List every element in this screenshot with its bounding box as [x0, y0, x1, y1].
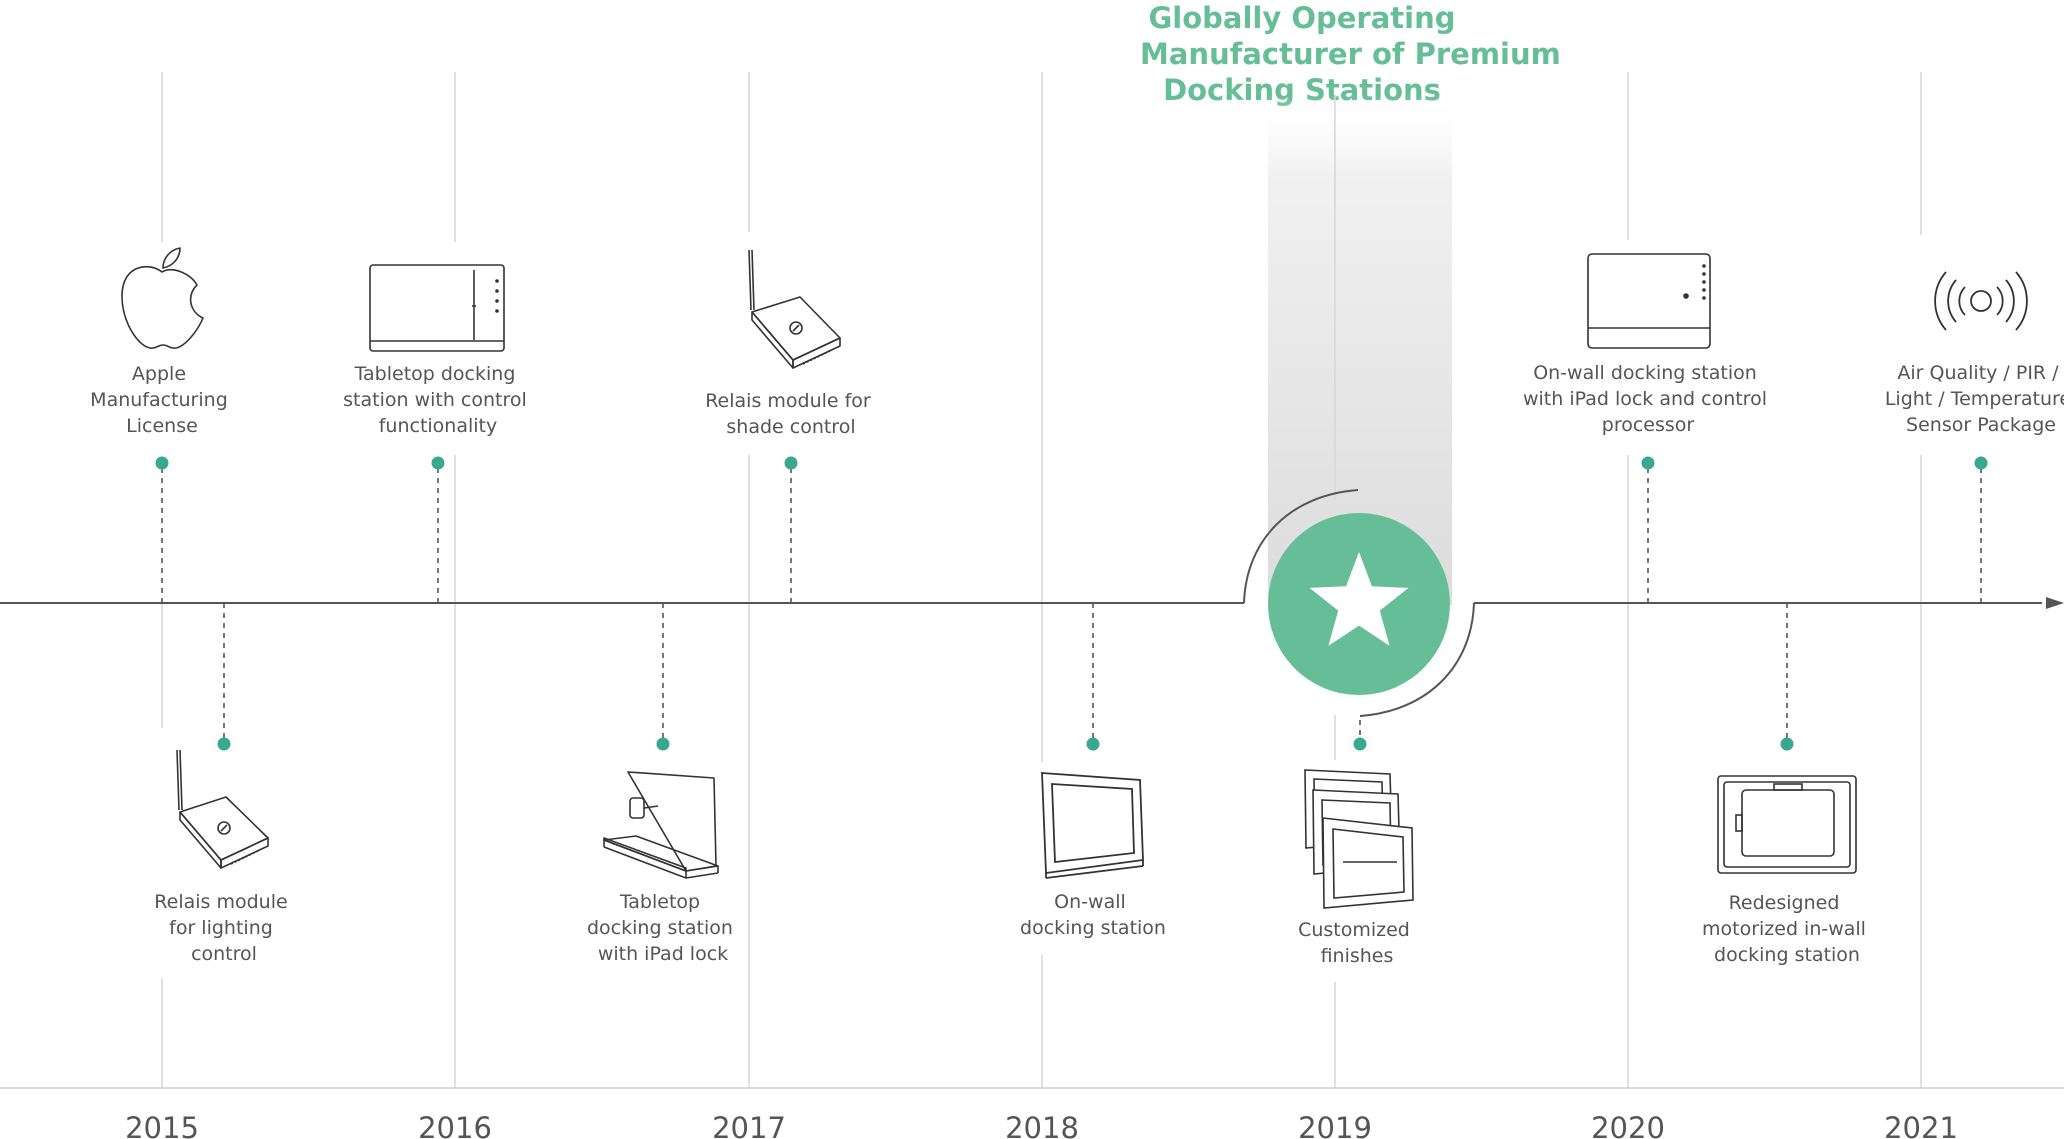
milestone-dots [155, 456, 1988, 751]
connectors [161, 468, 1982, 740]
tabletop-stand-icon [603, 771, 719, 879]
headline-line: Globally Operating [1148, 1, 1456, 35]
milestone-dot [1353, 737, 1367, 751]
highlight-arc [1243, 489, 1359, 604]
milestone-dot [155, 456, 169, 470]
milestone-dot [1974, 456, 1988, 470]
highlight-arc [1359, 602, 1475, 717]
milestone-dot [656, 737, 670, 751]
year-label: 2020 [1591, 1111, 1665, 1139]
year-label: 2021 [1884, 1111, 1958, 1139]
year-label: 2017 [712, 1111, 786, 1139]
stacked-frames-icon [1304, 769, 1414, 909]
milestone-label: Apple Manufacturing License [90, 363, 234, 437]
year-label: 2018 [1005, 1111, 1079, 1139]
milestone-label: On-wall docking station with iPad lock a… [1523, 362, 1773, 436]
milestone-dot [431, 456, 445, 470]
relais-module-icon [176, 749, 269, 869]
milestone-dot [1086, 737, 1100, 751]
relais-module-icon [748, 249, 841, 369]
tabletop-dock-icon [369, 264, 505, 352]
year-label: 2016 [418, 1111, 492, 1139]
wall-frame-icon [1041, 772, 1144, 879]
milestone-label: Relais module for shade control [705, 390, 877, 438]
milestone-labels-top: Apple Manufacturing License Tabletop doc… [90, 362, 2064, 438]
milestone-label: On-wall docking station [1020, 891, 1166, 939]
milestone-dot [784, 456, 798, 470]
milestone-dot [1780, 737, 1794, 751]
milestone-label: Customized finishes [1298, 919, 1416, 967]
milestone-dot [1641, 456, 1655, 470]
year-label: 2019 [1298, 1111, 1372, 1139]
milestone-label: Air Quality / PIR / Light / Temperature … [1885, 362, 2064, 436]
milestone-labels-bottom: Relais module for lighting control Table… [154, 891, 1872, 967]
milestone-label: Redesigned motorized in-wall docking sta… [1702, 892, 1872, 966]
year-gridlines [161, 72, 1922, 1088]
star-icon [1309, 552, 1409, 646]
timeline-arrowhead [2046, 597, 2064, 609]
year-label: 2015 [125, 1111, 199, 1139]
milestone-label: Tabletop docking station with control fu… [343, 363, 533, 437]
milestone-dot [217, 737, 231, 751]
motorized-inwall-icon [1717, 775, 1857, 874]
year-labels: 2015 2016 2017 2018 2019 2020 2021 [125, 1111, 1958, 1139]
sensor-signal-icon [1934, 271, 2028, 331]
milestone-label: Relais module for lighting control [154, 891, 293, 965]
milestone-label: Tabletop docking station with iPad lock [587, 891, 739, 965]
main-timeline [0, 489, 2042, 717]
apple-logo-icon [121, 247, 204, 349]
onwall-dock-lock-icon [1587, 253, 1711, 349]
